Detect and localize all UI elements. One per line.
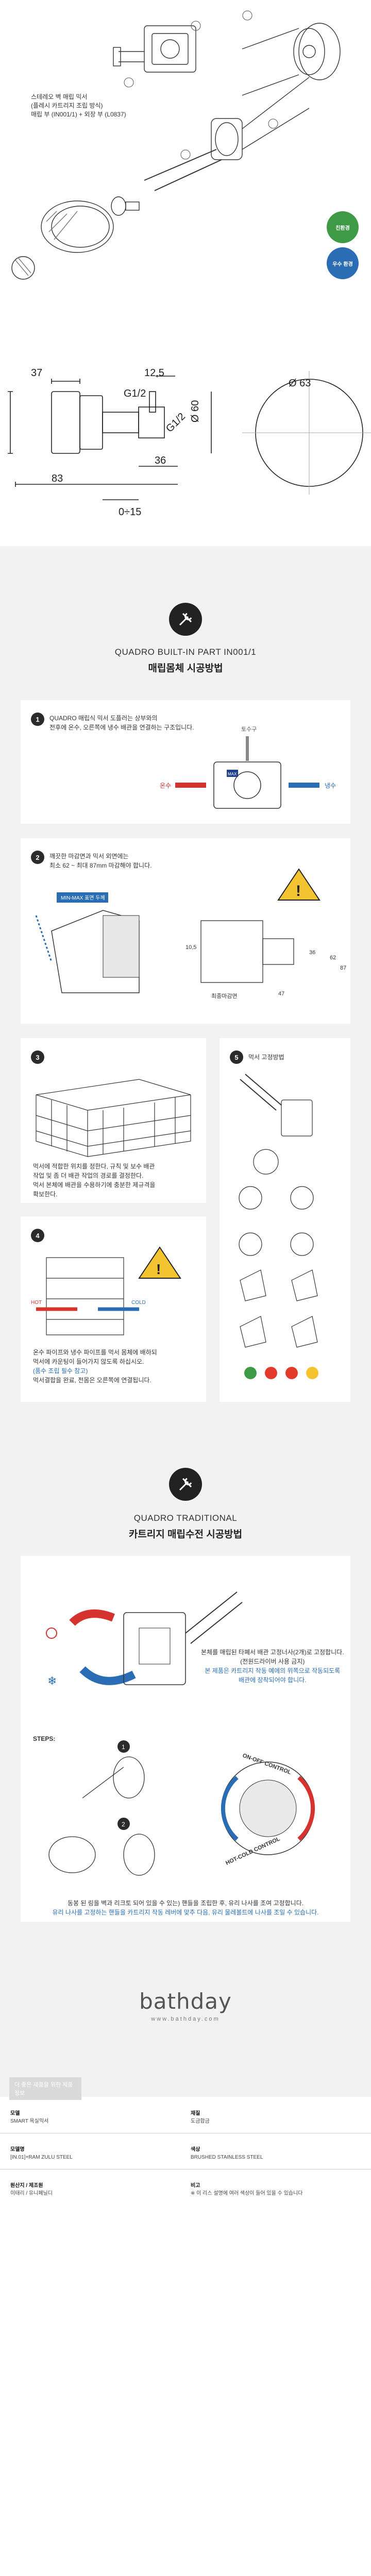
step-4-number: 4 — [31, 1229, 44, 1242]
dim-36-step2: 36 — [309, 950, 315, 956]
eco-certification-seal: 친환경 — [327, 211, 359, 243]
mixer-body-illustration — [113, 25, 196, 73]
outlet-label: 토수구 — [241, 726, 257, 733]
traditional-title: QUADRO TRADITIONAL — [133, 1513, 238, 1523]
dim-10-5: 10,5 — [185, 944, 196, 951]
cold-label: 냉수 — [325, 782, 336, 789]
dim-60: Ø 60 — [190, 400, 201, 422]
traditional-bottom-text: 동봉 된 링을 벽과 리크토 되어 있을 수 있는) 핸들을 조립한 후, 유리… — [52, 1900, 319, 1916]
traditional-mount-diagram: ❄ — [46, 1591, 243, 1687]
traditional-subtitle: 카트리지 매립수전 시공방법 — [128, 1529, 243, 1540]
dim-0-15: 0÷15 — [119, 506, 141, 518]
step-1-card: 1 QUADRO 매립식 믹서 도플러는 상부와의 전후에 온수, 오른쪽에 냉… — [21, 700, 350, 824]
floor-label: 최종마감면 — [211, 993, 238, 999]
traditional-steps-diagram: 1 2 ON-OFF CONTROL HOT-COLD CONTROL — [48, 1740, 315, 1876]
svg-text:!: ! — [156, 1261, 161, 1277]
install-title: QUADRO BUILT-IN PART IN001/1 — [114, 647, 257, 657]
step-3-text: 먹서에 적합한 위치를 정한다, 규칙 및 보수 배관 작업 및 좀 더 배관 … — [33, 1163, 156, 1198]
brand-url: www.bathday.com — [151, 2016, 220, 2022]
caption-line: 스테레오 벽 매립 믹서 — [31, 93, 88, 100]
svg-text:❄: ❄ — [47, 1674, 57, 1687]
dim-36: 36 — [155, 455, 166, 466]
builtin-install-section: QUADRO BUILT-IN PART IN001/1 매립몸체 시공방법 1… — [0, 546, 371, 1942]
hot-label-step4: HOT — [31, 1300, 42, 1306]
step-4-text: 온수 파이프와 냉수 파이프를 먹서 몸체에 배하되 먹서에 카운팅이 들어가지… — [33, 1349, 157, 1384]
dim-62: 62 — [330, 955, 336, 961]
install-subtitle: 매립몸체 시공방법 — [148, 663, 223, 674]
steps-3-5-row: 3 먹서에 적합한 위치를 정한다, 규칙 및 보수 배관 작업 및 좀 더 배… — [21, 1038, 350, 1402]
step-2-number: 2 — [31, 851, 44, 864]
traditional-mount-card: ❄ 본체를 매립된 타폐서 배관 고정너사(2개)로 고정합니다. (전원드라이… — [21, 1556, 350, 1726]
cartridge-sleeve-illustration — [211, 77, 310, 160]
hot-label: 온수 — [160, 782, 171, 789]
side-view-handle — [51, 391, 80, 454]
technical-drawing-section: 12,5 G1/2 G1/2 37 Ø 60 36 83 0÷15 Ø 63 — [0, 289, 371, 546]
step-2-card: 2 깨끗한 마감면과 믹서 외면에는 최소 62 ~ 최대 87mm 마감해야 … — [21, 838, 350, 1024]
info-cell: 비고※ 이 리스 설명에 여러 색상이 들어 있을 수 있습니다 — [191, 2183, 303, 2196]
step-2-diagram: MIN-MAX 표면 두께 ! 36 62 87 47 10,5 최종마감면 — [35, 868, 346, 999]
step-5-text: 먹서 고정방법 — [248, 1054, 284, 1061]
step-2-text: 깨끗한 마감면과 믹서 외면에는 최소 62 ~ 최대 87mm 마감해야 합니… — [49, 853, 152, 869]
dim-37: 37 — [31, 367, 42, 379]
dim-83: 83 — [52, 473, 63, 484]
footer-section: bathday www.bathday.com 더 좋은 제품을 위한 제품정보… — [0, 1942, 371, 2215]
step-1-text: QUADRO 매립식 믹서 도플러는 상부와의 전후에 온수, 오른쪽에 냉수 … — [49, 715, 194, 731]
dim-g12-angled: G1/2 — [164, 411, 188, 434]
traditional-mount-text: 본체를 매립된 타폐서 배관 고정너사(2개)로 고정합니다. (전원드라이버 … — [201, 1649, 344, 1684]
steps-label: STEPS: — [33, 1735, 56, 1742]
step-5-number: 5 — [230, 1050, 243, 1064]
max-label: MAX — [228, 772, 237, 776]
step-5-card: 5 먹서 고정방법 — [220, 1038, 350, 1402]
exploded-diagram-section: 스테레오 벽 매립 믹서 (플레시 카트리지 조립 방식) 매립 부 (IN00… — [0, 0, 371, 289]
step-3-number: 3 — [31, 1050, 44, 1064]
product-captions: 스테레오 벽 매립 믹서 (플레시 카트리지 조립 방식) 매립 부 (IN00… — [31, 93, 126, 119]
exploded-diagram — [11, 10, 341, 280]
steps-badge-2: 2 — [122, 1821, 125, 1828]
escutcheon-plate-illustration — [41, 200, 114, 253]
onoff-control-label: ON-OFF CONTROL — [242, 1753, 292, 1776]
brand-logo: bathday www.bathday.com — [0, 1942, 371, 2022]
svg-text:!: ! — [296, 883, 301, 900]
steps-badge-1: 1 — [122, 1743, 125, 1751]
technical-drawing: 12,5 G1/2 G1/2 37 Ø 60 36 83 0÷15 Ø 63 — [8, 367, 371, 518]
info-cell: 모델명[IN.01]+RAM ZULU STEEL — [10, 2147, 73, 2160]
cartridge-body-illustration — [242, 23, 341, 96]
step-4-diagram: ! HOT COLD — [31, 1246, 181, 1335]
traditional-section: QUADRO TRADITIONAL 카트리지 매립수전 시공방법 ❄ 본체를 … — [0, 1416, 371, 1922]
traditional-steps-card: STEPS: 1 2 ON-OFF CON — [21, 1726, 350, 1922]
min-max-tag: MIN-MAX 표면 두께 — [61, 895, 105, 901]
brand-name: bathday — [139, 1989, 232, 2014]
dim-12-5: 12,5 — [144, 367, 164, 379]
dim-63: Ø 63 — [289, 378, 311, 389]
step-1-number: 1 — [31, 713, 44, 726]
dim-87: 87 — [340, 965, 346, 971]
hotcold-control-label: HOT-COLD CONTROL — [225, 1836, 281, 1867]
tools-badge-icon — [169, 603, 202, 636]
dim-47: 47 — [278, 991, 284, 997]
step-3-card: 3 먹서에 적합한 위치를 정한다, 규칙 및 보수 배관 작업 및 좀 더 배… — [21, 1038, 206, 1203]
info-ribbon: 더 좋은 제품을 위한 제품정보 — [9, 2077, 81, 2100]
quality-certification-seal: 우수 환경 — [327, 247, 359, 279]
dim-g12-top: G1/2 — [124, 388, 146, 399]
caption-line: 매립 부 (IN001/1) + 외장 부 (L0837) — [31, 111, 126, 118]
handle-knob-illustration — [11, 256, 35, 280]
step-1-diagram: 온수 냉수 토수구 MAX — [160, 726, 336, 809]
step-5-diagram — [239, 1074, 318, 1379]
tools-badge-icon-2 — [169, 1468, 202, 1501]
page: 스테레오 벽 매립 믹서 (플레시 카트리지 조립 방식) 매립 부 (IN00… — [0, 0, 371, 2215]
step-3-brickwall — [36, 1079, 191, 1157]
caption-line: (플레시 카트리지 조립 방식) — [31, 102, 103, 109]
step-4-card: 4 ! HOT COLD 온수 파이프와 냉수 — [21, 1216, 206, 1402]
cold-label-step4: COLD — [131, 1300, 146, 1306]
